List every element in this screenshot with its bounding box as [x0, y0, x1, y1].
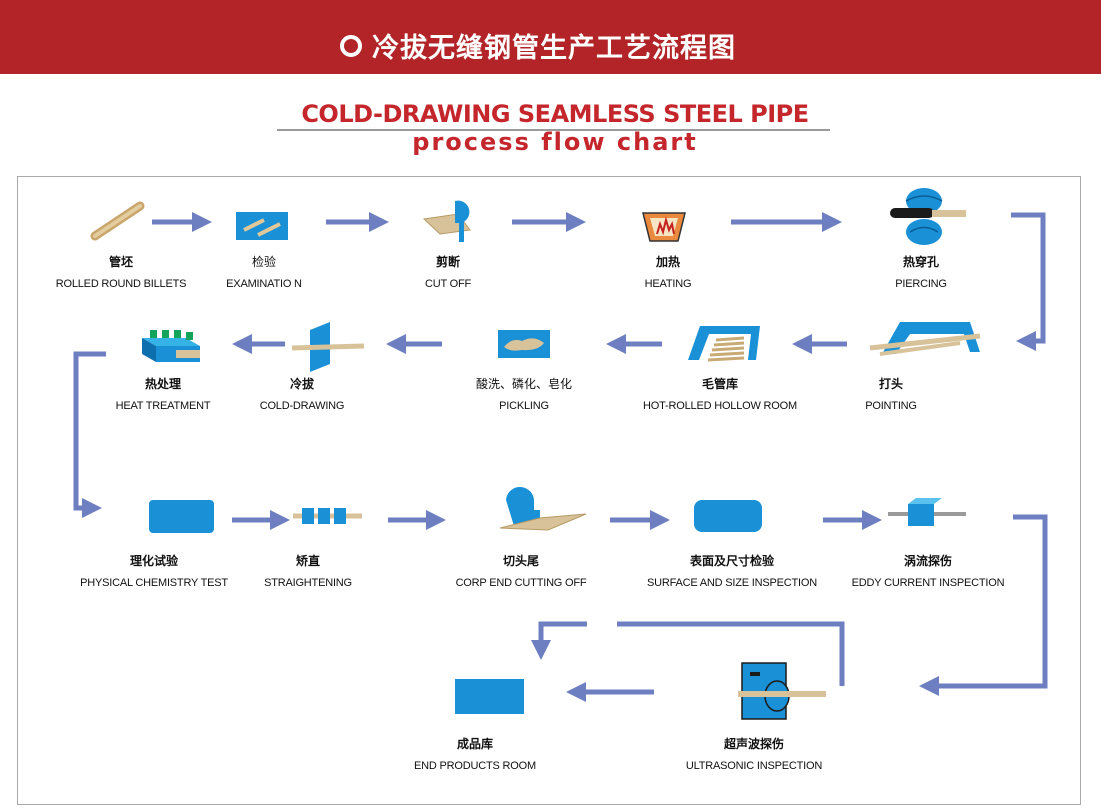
circle-bullet-icon — [340, 35, 362, 57]
step-label-cn: 冷拔 — [289, 377, 314, 391]
step-label-en: COLD-DRAWING — [259, 400, 345, 412]
step-hot-rolled-hollow-room: 毛管库 HOT-ROLLED HOLLOW ROOM — [636, 375, 804, 412]
step-cut-off: 剪断 CUT OFF — [413, 253, 483, 290]
step-rolled-round-billets: 管坯 ROLLED ROUND BILLETS — [53, 253, 189, 290]
step-label-cn: 打头 — [878, 377, 903, 391]
step-label-cn: 涡流探伤 — [903, 554, 952, 568]
step-label-en: HOT-ROLLED HOLLOW ROOM — [643, 400, 797, 412]
step-label-cn: 加热 — [655, 255, 680, 269]
step-cold-drawing: 冷拔 COLD-DRAWING — [254, 375, 350, 412]
step-label-en: PICKLING — [499, 400, 549, 412]
step-label-cn: 超声波探伤 — [723, 737, 784, 751]
step-heat-treatment: 热处理 HEAT TREATMENT — [109, 375, 217, 412]
chart-title-line1: COLD-DRAWING SEAMLESS STEEL PIPE — [301, 100, 809, 128]
pointing-icon — [869, 322, 981, 356]
step-label-cn: 毛管库 — [701, 377, 738, 391]
step-label-cn: 管坯 — [108, 255, 133, 269]
examination-icon — [236, 212, 288, 240]
step-label-en: PHYSICAL CHEMISTRY TEST — [80, 577, 228, 589]
step-heating: 加热 HEATING — [631, 253, 705, 290]
flow-connector — [919, 514, 1048, 696]
eddy-current-icon — [888, 498, 966, 526]
step-label-cn: 检验 — [251, 255, 276, 269]
straightening-icon — [293, 508, 362, 524]
heating-furnace-icon — [642, 212, 686, 242]
step-label-en: PIERCING — [895, 278, 947, 290]
step-label-cn: 热处理 — [144, 377, 181, 391]
header-title: 冷拔无缝钢管生产工艺流程图 — [372, 33, 736, 64]
step-label-en: STRAIGHTENING — [264, 577, 352, 589]
step-label-cn: 矫直 — [295, 554, 320, 568]
step-label-cn: 剪断 — [435, 255, 460, 269]
end-cutting-icon — [499, 486, 587, 531]
step-label-en: EDDY CURRENT INSPECTION — [851, 577, 1005, 589]
flow-connector — [1011, 212, 1046, 351]
cold-drawing-icon — [291, 322, 365, 372]
step-label-en: EXAMINATIO N — [226, 278, 302, 290]
flow-arrows — [73, 212, 1048, 702]
flow-connector — [531, 621, 587, 660]
flow-connector — [73, 351, 106, 518]
heat-treatment-icon — [142, 330, 200, 362]
step-label-en: ROLLED ROUND BILLETS — [55, 278, 187, 290]
step-ultrasonic-inspection: 超声波探伤 ULTRASONIC INSPECTION — [676, 735, 832, 772]
flow-connector — [617, 621, 845, 686]
step-end-products-room: 成品库 END PRODUCTS ROOM — [404, 735, 546, 772]
flow-chart-frame — [17, 176, 1081, 805]
step-pointing: 打头 POINTING — [858, 375, 924, 412]
step-label-en: POINTING — [865, 400, 917, 412]
step-label-cn: 理化试验 — [129, 554, 178, 568]
chart-title-line2: process flow chart — [412, 128, 698, 156]
surface-inspection-icon — [694, 500, 762, 532]
cut-off-icon — [422, 200, 471, 242]
hollow-room-icon — [688, 326, 760, 362]
ultrasonic-icon — [738, 662, 826, 720]
step-label-cn: 成品库 — [456, 737, 493, 751]
step-label-cn: 酸洗、磷化、皂化 — [475, 377, 572, 391]
step-label-cn: 表面及尺寸检验 — [689, 554, 774, 568]
step-label-en: HEATING — [644, 278, 692, 290]
piercing-icon — [890, 188, 966, 245]
title-divider — [277, 129, 830, 131]
step-examination: 检验 EXAMINATIO N — [222, 253, 306, 290]
step-physical-chemistry-test: 理化试验 PHYSICAL CHEMISTRY TEST — [70, 552, 238, 589]
step-label-en: CORP END CUTTING OFF — [455, 577, 587, 589]
step-piercing: 热穿孔 PIERCING — [884, 253, 958, 290]
step-straightening: 矫直 STRAIGHTENING — [260, 552, 356, 589]
physical-test-icon — [149, 500, 214, 533]
step-label-cn: 切头尾 — [502, 554, 539, 568]
step-label-en: ULTRASONIC INSPECTION — [685, 760, 823, 772]
header-banner: 冷拔无缝钢管生产工艺流程图 — [0, 0, 1101, 74]
billet-icon — [90, 201, 145, 241]
step-surface-and-size-inspection: 表面及尺寸检验 SURFACE AND SIZE INSPECTION — [637, 552, 827, 589]
step-pickling: 酸洗、磷化、皂化 PICKLING — [458, 375, 590, 412]
step-label-en: HEAT TREATMENT — [115, 400, 211, 412]
product-room-icon — [455, 679, 524, 714]
step-label-en: SURFACE AND SIZE INSPECTION — [646, 577, 818, 589]
step-eddy-current-inspection: 涡流探伤 EDDY CURRENT INSPECTION — [842, 552, 1014, 589]
step-label-cn: 热穿孔 — [902, 255, 939, 269]
step-corp-end-cutting-off: 切头尾 CORP END CUTTING OFF — [444, 552, 598, 589]
step-label-en: END PRODUCTS ROOM — [414, 760, 536, 772]
pickling-icon — [498, 330, 550, 358]
step-label-en: CUT OFF — [424, 278, 472, 290]
